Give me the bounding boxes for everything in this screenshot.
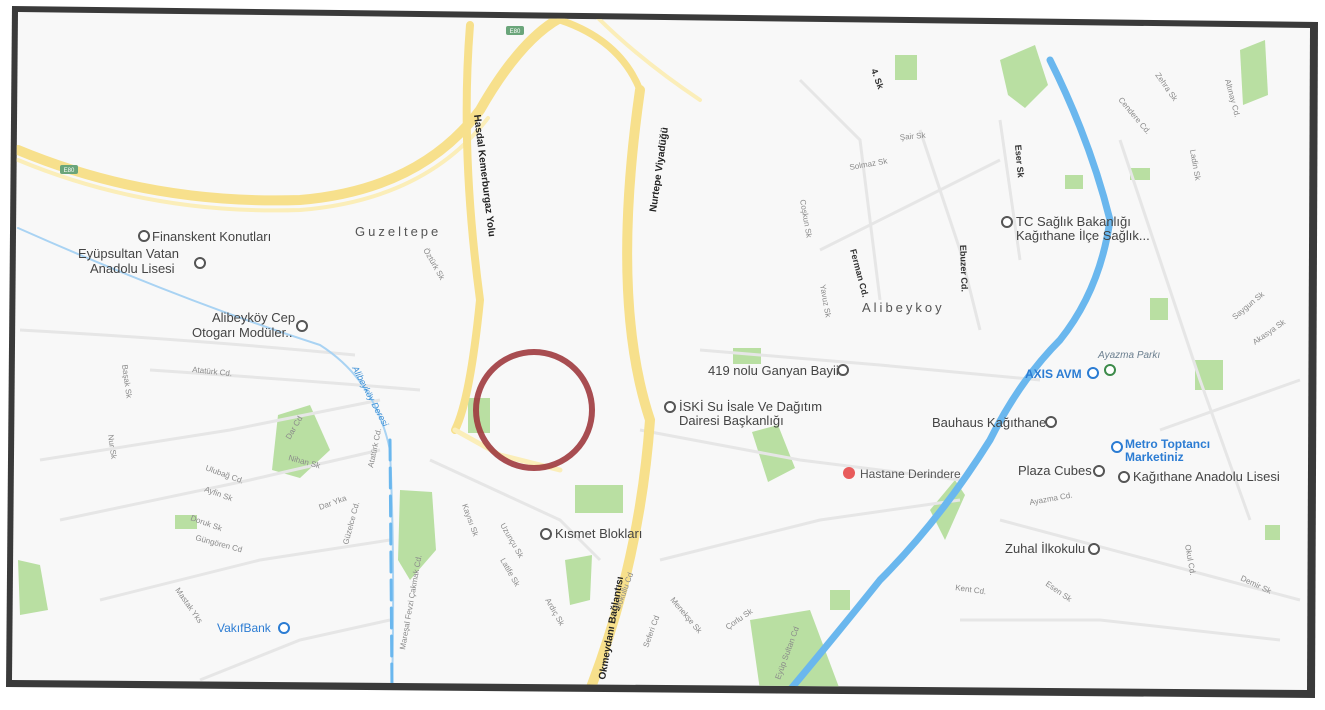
poi-otogar-label-2: Otogarı Modüler.. <box>192 325 292 340</box>
area-alibeykoy: Alibeykoy <box>862 300 945 315</box>
poi-finanskent-label: Finanskent Konutları <box>152 229 271 244</box>
highway-shields: E80 E80 <box>60 26 524 174</box>
area-ayazma-parki: Ayazma Parkı <box>1097 350 1160 361</box>
shopping-icon <box>1087 367 1099 379</box>
building-icon <box>540 528 552 540</box>
park-icon <box>1104 364 1116 376</box>
map-canvas[interactable] <box>12 12 1310 690</box>
poi-ganyan-label: 419 nolu Ganyan Bayii <box>708 363 839 378</box>
poi-ganyan[interactable]: 419 nolu Ganyan Bayii <box>708 363 849 378</box>
poi-otogar[interactable]: Alibeyköy Cep Otogarı Modüler.. <box>192 310 308 340</box>
poi-bauhaus[interactable]: Bauhaus Kağıthane <box>932 415 1057 430</box>
shield-left-label: E80 <box>64 168 75 174</box>
minor-roads <box>19 78 1301 682</box>
poi-zuhal-label: Zuhal İlkokulu <box>1005 541 1085 556</box>
poi-eyupsultan-school[interactable]: Eyüpsultan Vatan Anadolu Lisesi <box>78 246 206 276</box>
poi-metro-toptanci[interactable]: Metro Toptancı Marketiniz <box>1111 437 1210 464</box>
poi-eyupsultan-label-1: Eyüpsultan Vatan <box>78 246 179 261</box>
poi-iski[interactable]: İSKİ Su İsale Ve Dağıtım Dairesi Başkanl… <box>664 399 822 428</box>
building-icon <box>664 401 676 413</box>
street-ebuzer: Ebuzer Cd. <box>958 245 970 292</box>
school-icon <box>194 257 206 269</box>
parks <box>18 40 1280 690</box>
street-kent: Kent Cd. <box>955 583 987 596</box>
poi-tc-saglik-label-2: Kağıthane İlçe Sağlık... <box>1016 228 1150 243</box>
poi-otogar-label-1: Alibeyköy Cep <box>212 310 295 325</box>
shield-top-label: E80 <box>510 29 521 35</box>
poi-metro-label-1: Metro Toptancı <box>1125 437 1210 451</box>
school-icon <box>1088 543 1100 555</box>
area-guzeltepe: Guzeltepe <box>355 224 441 239</box>
poi-vakifbank[interactable]: VakıfBank <box>217 621 290 635</box>
poi-hastane[interactable]: Hastane Derindere <box>843 467 961 481</box>
shop-icon <box>837 364 849 376</box>
poi-axis-avm[interactable]: AXIS AVM <box>1025 364 1116 381</box>
poi-tc-saglik-label-1: TC Sağlık Bakanlığı <box>1016 214 1131 229</box>
bank-icon <box>278 622 290 634</box>
poi-hastane-label: Hastane Derindere <box>860 467 961 481</box>
street-eser: Eser Sk <box>1013 144 1026 179</box>
building-icon <box>1001 216 1013 228</box>
poi-bauhaus-label: Bauhaus Kağıthane <box>932 415 1046 430</box>
street-ataturk: Atatürk Cd. <box>192 365 233 378</box>
poi-metro-label-2: Marketiniz <box>1125 450 1184 464</box>
poi-kagithane-lisesi-label: Kağıthane Anadolu Lisesi <box>1133 469 1280 484</box>
poi-plaza-cubes[interactable]: Plaza Cubes <box>1018 463 1105 478</box>
poi-eyupsultan-label-2: Anadolu Lisesi <box>90 261 175 276</box>
poi-kagithane-lisesi[interactable]: Kağıthane Anadolu Lisesi <box>1118 469 1280 484</box>
school-icon <box>1118 471 1130 483</box>
poi-iski-label-2: Dairesi Başkanlığı <box>679 413 784 428</box>
highways <box>13 13 702 690</box>
shop-icon <box>1045 416 1057 428</box>
street-nur: Nur Sk <box>106 434 118 460</box>
hospital-icon <box>843 467 855 479</box>
shopping-icon <box>1111 441 1123 453</box>
poi-kismet[interactable]: Kısmet Blokları <box>540 526 642 541</box>
bus-icon <box>296 320 308 332</box>
poi-tc-saglik[interactable]: TC Sağlık Bakanlığı Kağıthane İlçe Sağlı… <box>1001 214 1150 243</box>
poi-plaza-label: Plaza Cubes <box>1018 463 1092 478</box>
poi-axis-label: AXIS AVM <box>1025 367 1082 381</box>
poi-kismet-label: Kısmet Blokları <box>555 526 642 541</box>
poi-vakifbank-label: VakıfBank <box>217 621 272 635</box>
rivers <box>17 56 1114 690</box>
poi-finanskent[interactable]: Finanskent Konutları <box>138 229 271 244</box>
poi-iski-label-1: İSKİ Su İsale Ve Dağıtım <box>679 399 822 414</box>
poi-zuhal[interactable]: Zuhal İlkokulu <box>1005 541 1100 556</box>
street-sair: Şair Sk <box>899 131 926 142</box>
highlight-circle-marker[interactable] <box>473 349 595 471</box>
building-icon <box>1093 465 1105 477</box>
poi-pin-icon <box>138 230 150 242</box>
